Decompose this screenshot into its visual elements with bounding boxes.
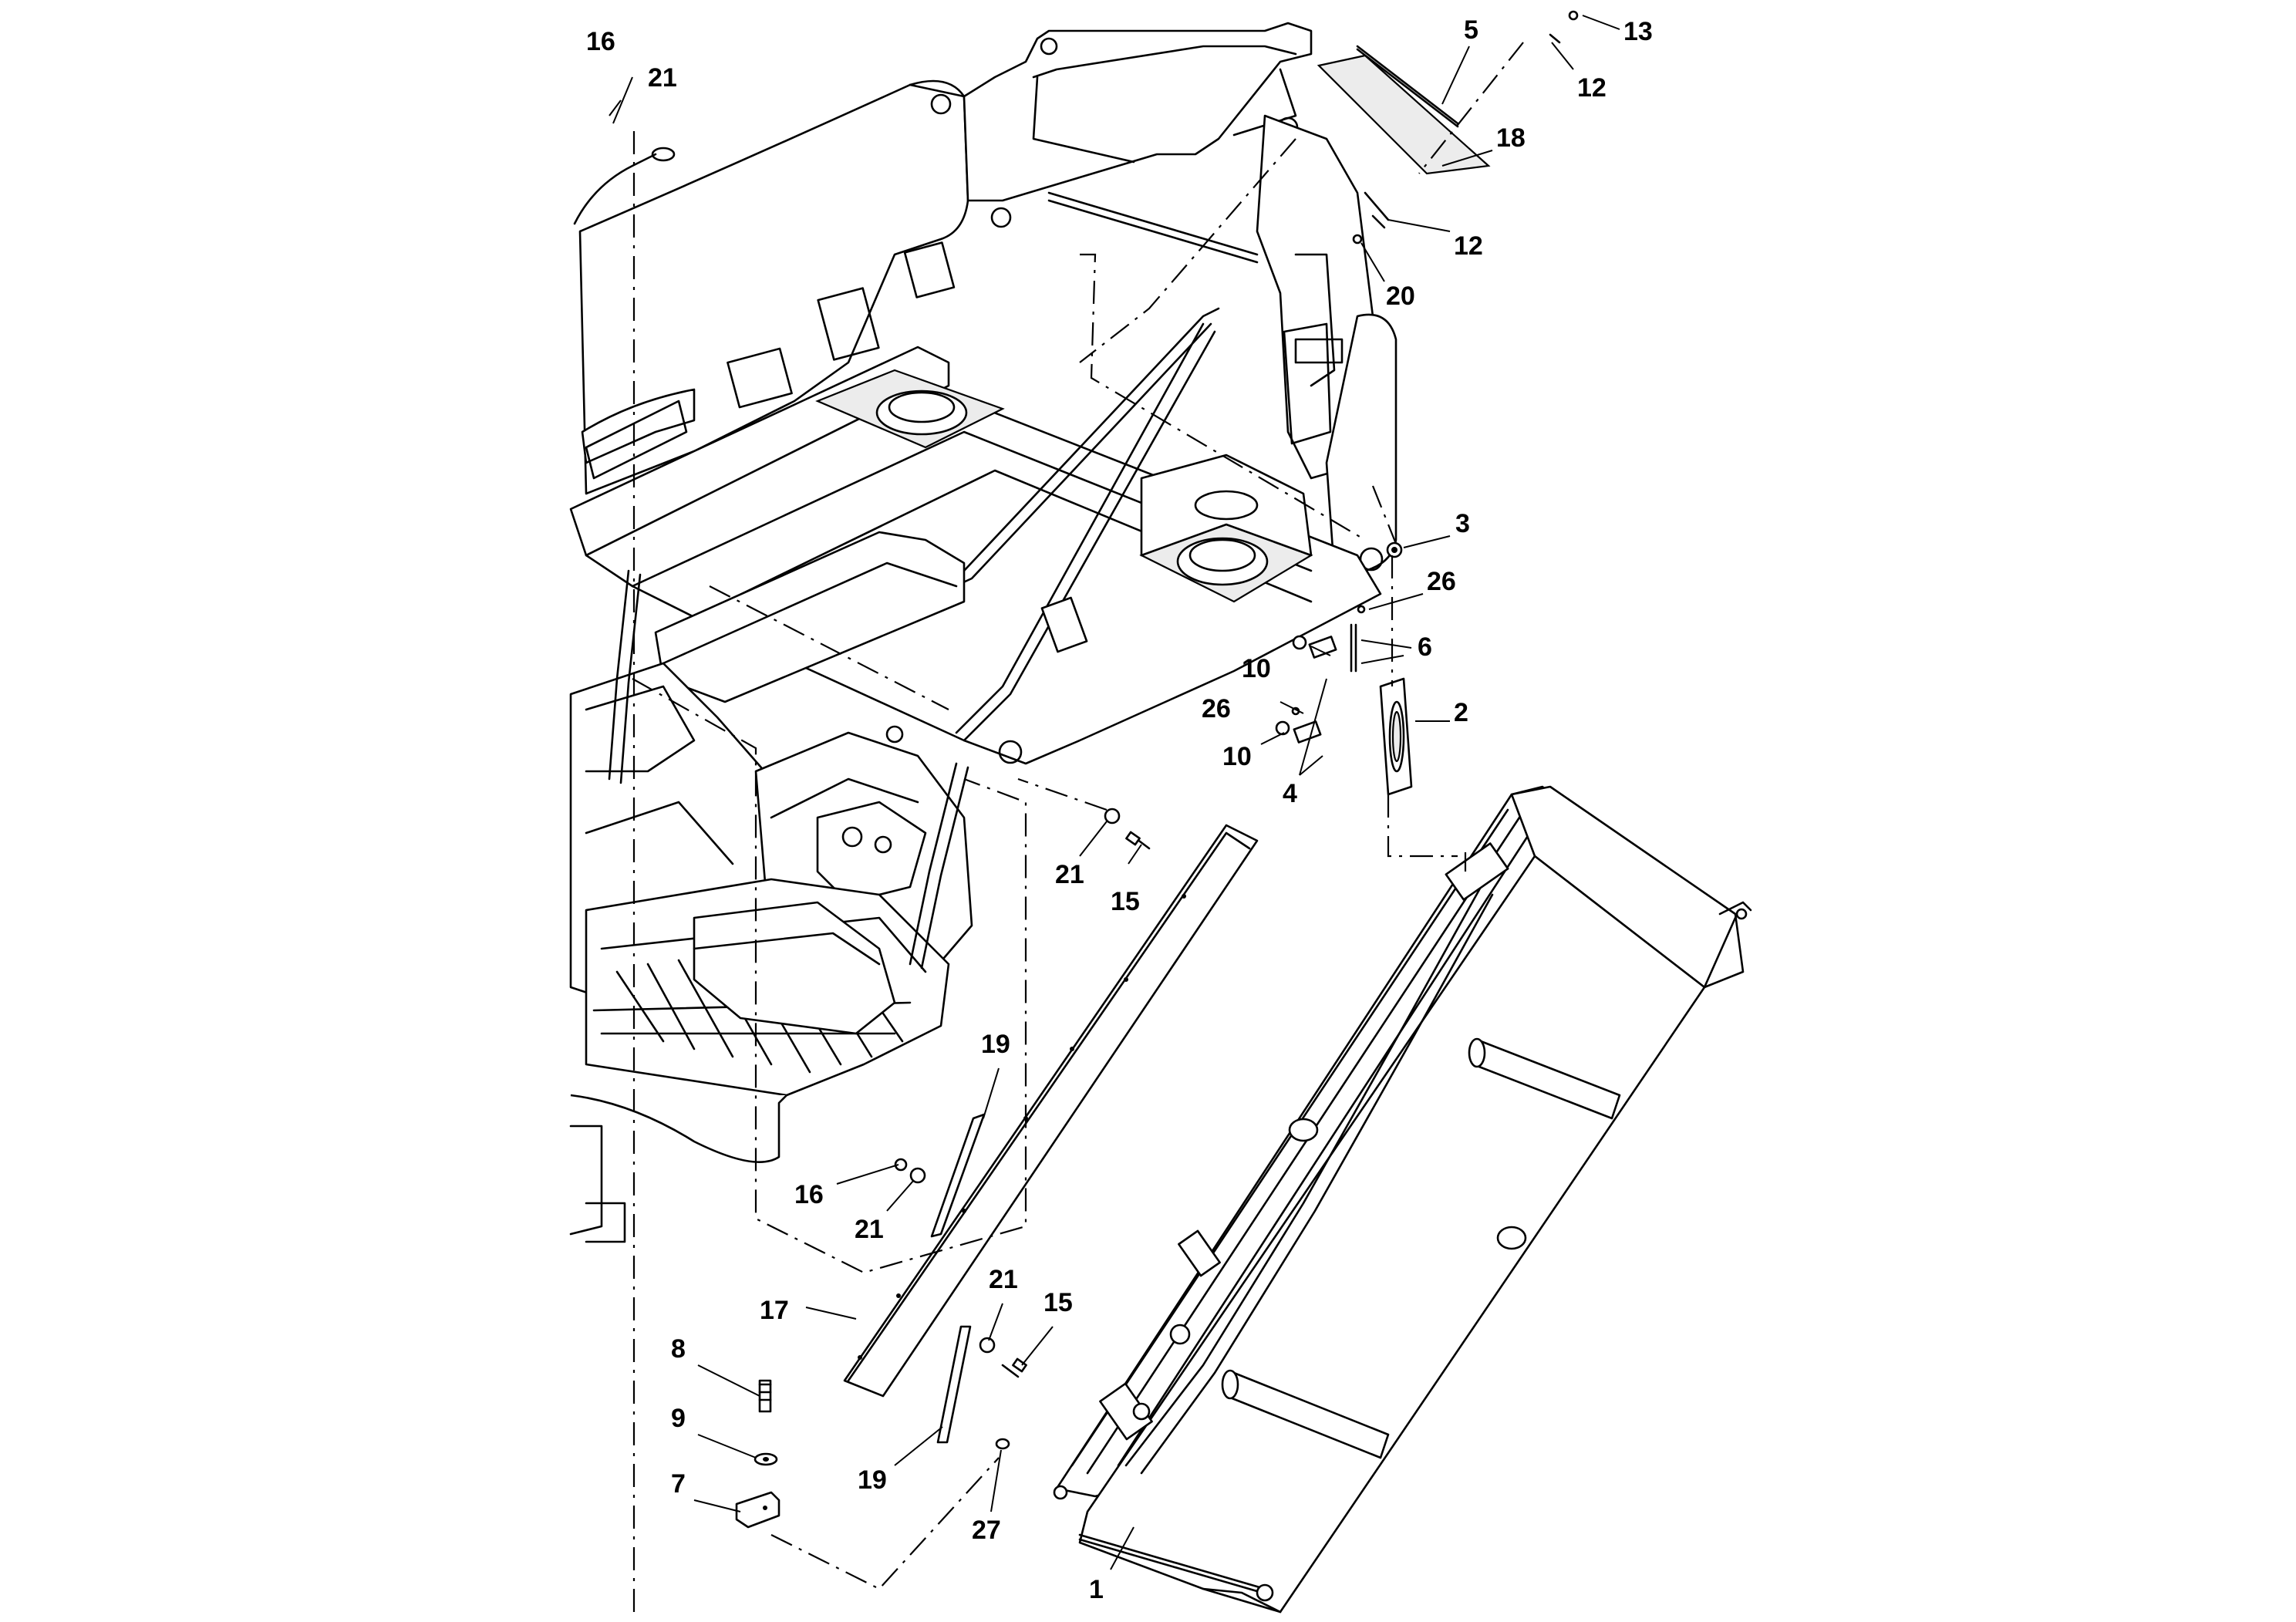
callout-17: 17 — [760, 1296, 789, 1325]
hinge-bracket-7-8-9 — [735, 1379, 781, 1529]
callout-13: 13 — [1623, 17, 1653, 46]
callout-5: 5 — [1464, 15, 1478, 45]
callout-21: 21 — [989, 1265, 1018, 1294]
callout-26: 26 — [1427, 567, 1456, 596]
callout-15: 15 — [1043, 1288, 1073, 1317]
callout-15: 15 — [1111, 887, 1140, 916]
callout-21: 21 — [855, 1215, 884, 1244]
callout-18: 18 — [1496, 123, 1526, 153]
nut-3 — [1386, 541, 1403, 558]
callout-16: 16 — [794, 1180, 824, 1209]
callout-8: 8 — [671, 1334, 686, 1364]
leader-lines — [609, 15, 1620, 1570]
main-frame — [569, 22, 1397, 1243]
callout-3: 3 — [1455, 509, 1470, 538]
callout-26: 26 — [1202, 694, 1231, 723]
callout-16: 16 — [586, 27, 615, 56]
callout-6: 6 — [1418, 632, 1432, 662]
callout-12: 12 — [1454, 231, 1483, 261]
clip-27 — [995, 1438, 1010, 1450]
callout-27: 27 — [972, 1516, 1001, 1545]
bracket-2 — [1379, 677, 1413, 796]
callout-10: 10 — [1222, 742, 1252, 771]
side-panel-17 — [843, 824, 1259, 1398]
cover-plate-5-18 — [1317, 45, 1491, 175]
bolts-16-21-lower — [894, 1158, 1027, 1378]
pins-12-13 — [1352, 10, 1579, 244]
callout-9: 9 — [671, 1404, 686, 1433]
callout-4: 4 — [1283, 779, 1297, 808]
callout-labels: 16 21 5 13 12 18 12 20 3 26 10 6 26 2 10… — [586, 15, 1653, 1604]
strips-19 — [930, 1113, 986, 1444]
callout-7: 7 — [671, 1469, 686, 1499]
rear-door-1 — [1053, 785, 1752, 1614]
callout-21: 21 — [1055, 860, 1084, 889]
phantom-lines — [632, 42, 1524, 1612]
bolts-15-washers-21-upper — [1104, 808, 1151, 850]
callout-19: 19 — [981, 1030, 1010, 1059]
callout-2: 2 — [1454, 698, 1468, 727]
callout-21: 21 — [648, 63, 677, 93]
callout-19: 19 — [858, 1465, 887, 1495]
callout-1: 1 — [1089, 1575, 1104, 1604]
callout-12: 12 — [1577, 73, 1607, 103]
callout-20: 20 — [1386, 282, 1415, 311]
bushings-4-10-26-6 — [1275, 605, 1366, 744]
callout-10: 10 — [1242, 654, 1271, 683]
